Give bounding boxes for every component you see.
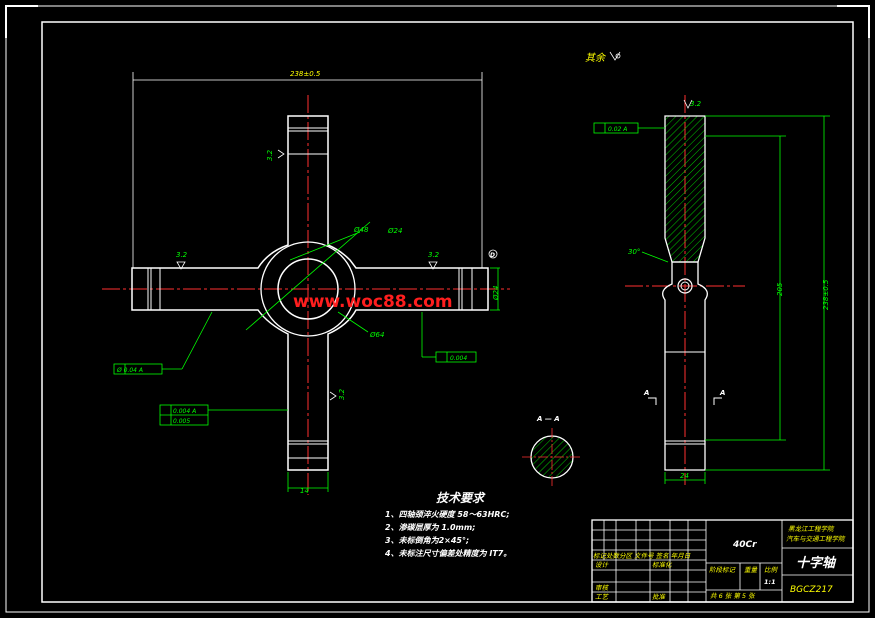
tb-standardization: 标准化 <box>652 561 673 569</box>
tb-stage-mark: 阶段标记 <box>709 566 737 574</box>
tb-material: 40Cr <box>732 540 757 550</box>
svg-text:0.004: 0.004 <box>450 355 467 362</box>
hub-inner-circle <box>277 258 339 320</box>
section-a-a: A — A <box>522 415 582 486</box>
dim-d24: Ø24 <box>387 227 402 235</box>
side-roughness-top: 3.2 <box>690 100 702 108</box>
side-dim-overall: 238±0.5 <box>822 279 830 310</box>
roughness-right: 3.2 <box>428 251 440 259</box>
tol-frame-right: 0.004 <box>421 312 477 363</box>
side-hatched-section <box>664 115 706 263</box>
front-view: 238±0.5 Ø48 Ø24 Ø64 3.2 3.2 3.2 3.2 Ø24 … <box>102 70 510 495</box>
tech-item-4: 4、未标注尺寸偏差处精度为 IT7。 <box>384 549 511 558</box>
dim-d48: Ø48 <box>353 226 369 234</box>
svg-text:0.005: 0.005 <box>173 418 190 425</box>
tb-school-2: 汽车与交通工程学院 <box>786 535 846 543</box>
tb-part-name: 十字轴 <box>796 555 837 571</box>
tb-weight: 重量 <box>744 566 759 574</box>
side-angle: 30° <box>628 248 640 256</box>
tech-item-3: 3、未标倒角为2×45°; <box>385 536 469 545</box>
tb-review: 审核 <box>595 584 610 592</box>
tb-sheets: 共 6 张 第 5 张 <box>710 592 756 600</box>
cross-outline <box>131 115 489 471</box>
tb-approve: 批准 <box>652 593 667 601</box>
side-tol-top: 0.02 A <box>608 126 627 133</box>
roughness-left: 3.2 <box>176 251 188 259</box>
tb-row-labels: 标记处数分区 文件号 签名 年月日 <box>593 552 691 560</box>
inner-frame <box>41 21 854 603</box>
dim-journal-length: 14 <box>300 487 309 495</box>
surface-finish-note: 其余 <box>585 52 607 64</box>
dim-overall-length: 238±0.5 <box>290 70 321 78</box>
side-dim-width: 24 <box>680 472 689 480</box>
tb-scale-value: 1:1 <box>764 578 776 586</box>
svg-text:Ø 0.04 A: Ø 0.04 A <box>116 367 143 374</box>
outer-frame <box>5 5 870 613</box>
tb-school-1: 黑龙江工程学院 <box>788 525 835 533</box>
watermark: www.woc88.com <box>293 292 453 312</box>
hub-outer-circle <box>260 241 356 337</box>
tb-process: 工艺 <box>595 593 610 601</box>
datum-letter: D <box>490 252 495 259</box>
tech-item-1: 1、四轴颈淬火硬度 58～63HRC; <box>385 510 510 519</box>
svg-text:0.004 A: 0.004 A <box>173 408 196 415</box>
title-block <box>591 519 854 603</box>
svg-text:A — A: A — A <box>536 415 560 423</box>
roughness-top: 3.2 <box>266 149 274 161</box>
tech-item-2: 2、渗碳层厚为 1.0mm; <box>385 523 475 532</box>
tol-frame-cylindricity: 0.004 A 0.005 <box>159 404 288 426</box>
roughness-bottom: 3.2 <box>338 388 346 400</box>
side-dim-height: 205 <box>776 282 784 296</box>
tech-requirements-title: 技术要求 <box>436 491 486 505</box>
tech-requirements: 技术要求 1、四轴颈淬火硬度 58～63HRC; 2、渗碳层厚为 1.0mm; … <box>384 491 511 558</box>
side-view: A A 238±0.5 205 24 0.02 A 3.2 30° <box>593 95 830 485</box>
tb-scale: 比例 <box>764 566 779 574</box>
tb-designer: 设计 <box>595 561 610 569</box>
tb-drawing-no: BGCZ217 <box>790 585 833 595</box>
dim-d64: Ø64 <box>369 331 384 339</box>
dim-journal-dia: Ø24 <box>492 286 500 301</box>
section-marker-right: A <box>719 389 725 397</box>
tol-frame-perp: Ø 0.04 A <box>113 311 213 375</box>
section-marker-left: A <box>643 389 649 397</box>
